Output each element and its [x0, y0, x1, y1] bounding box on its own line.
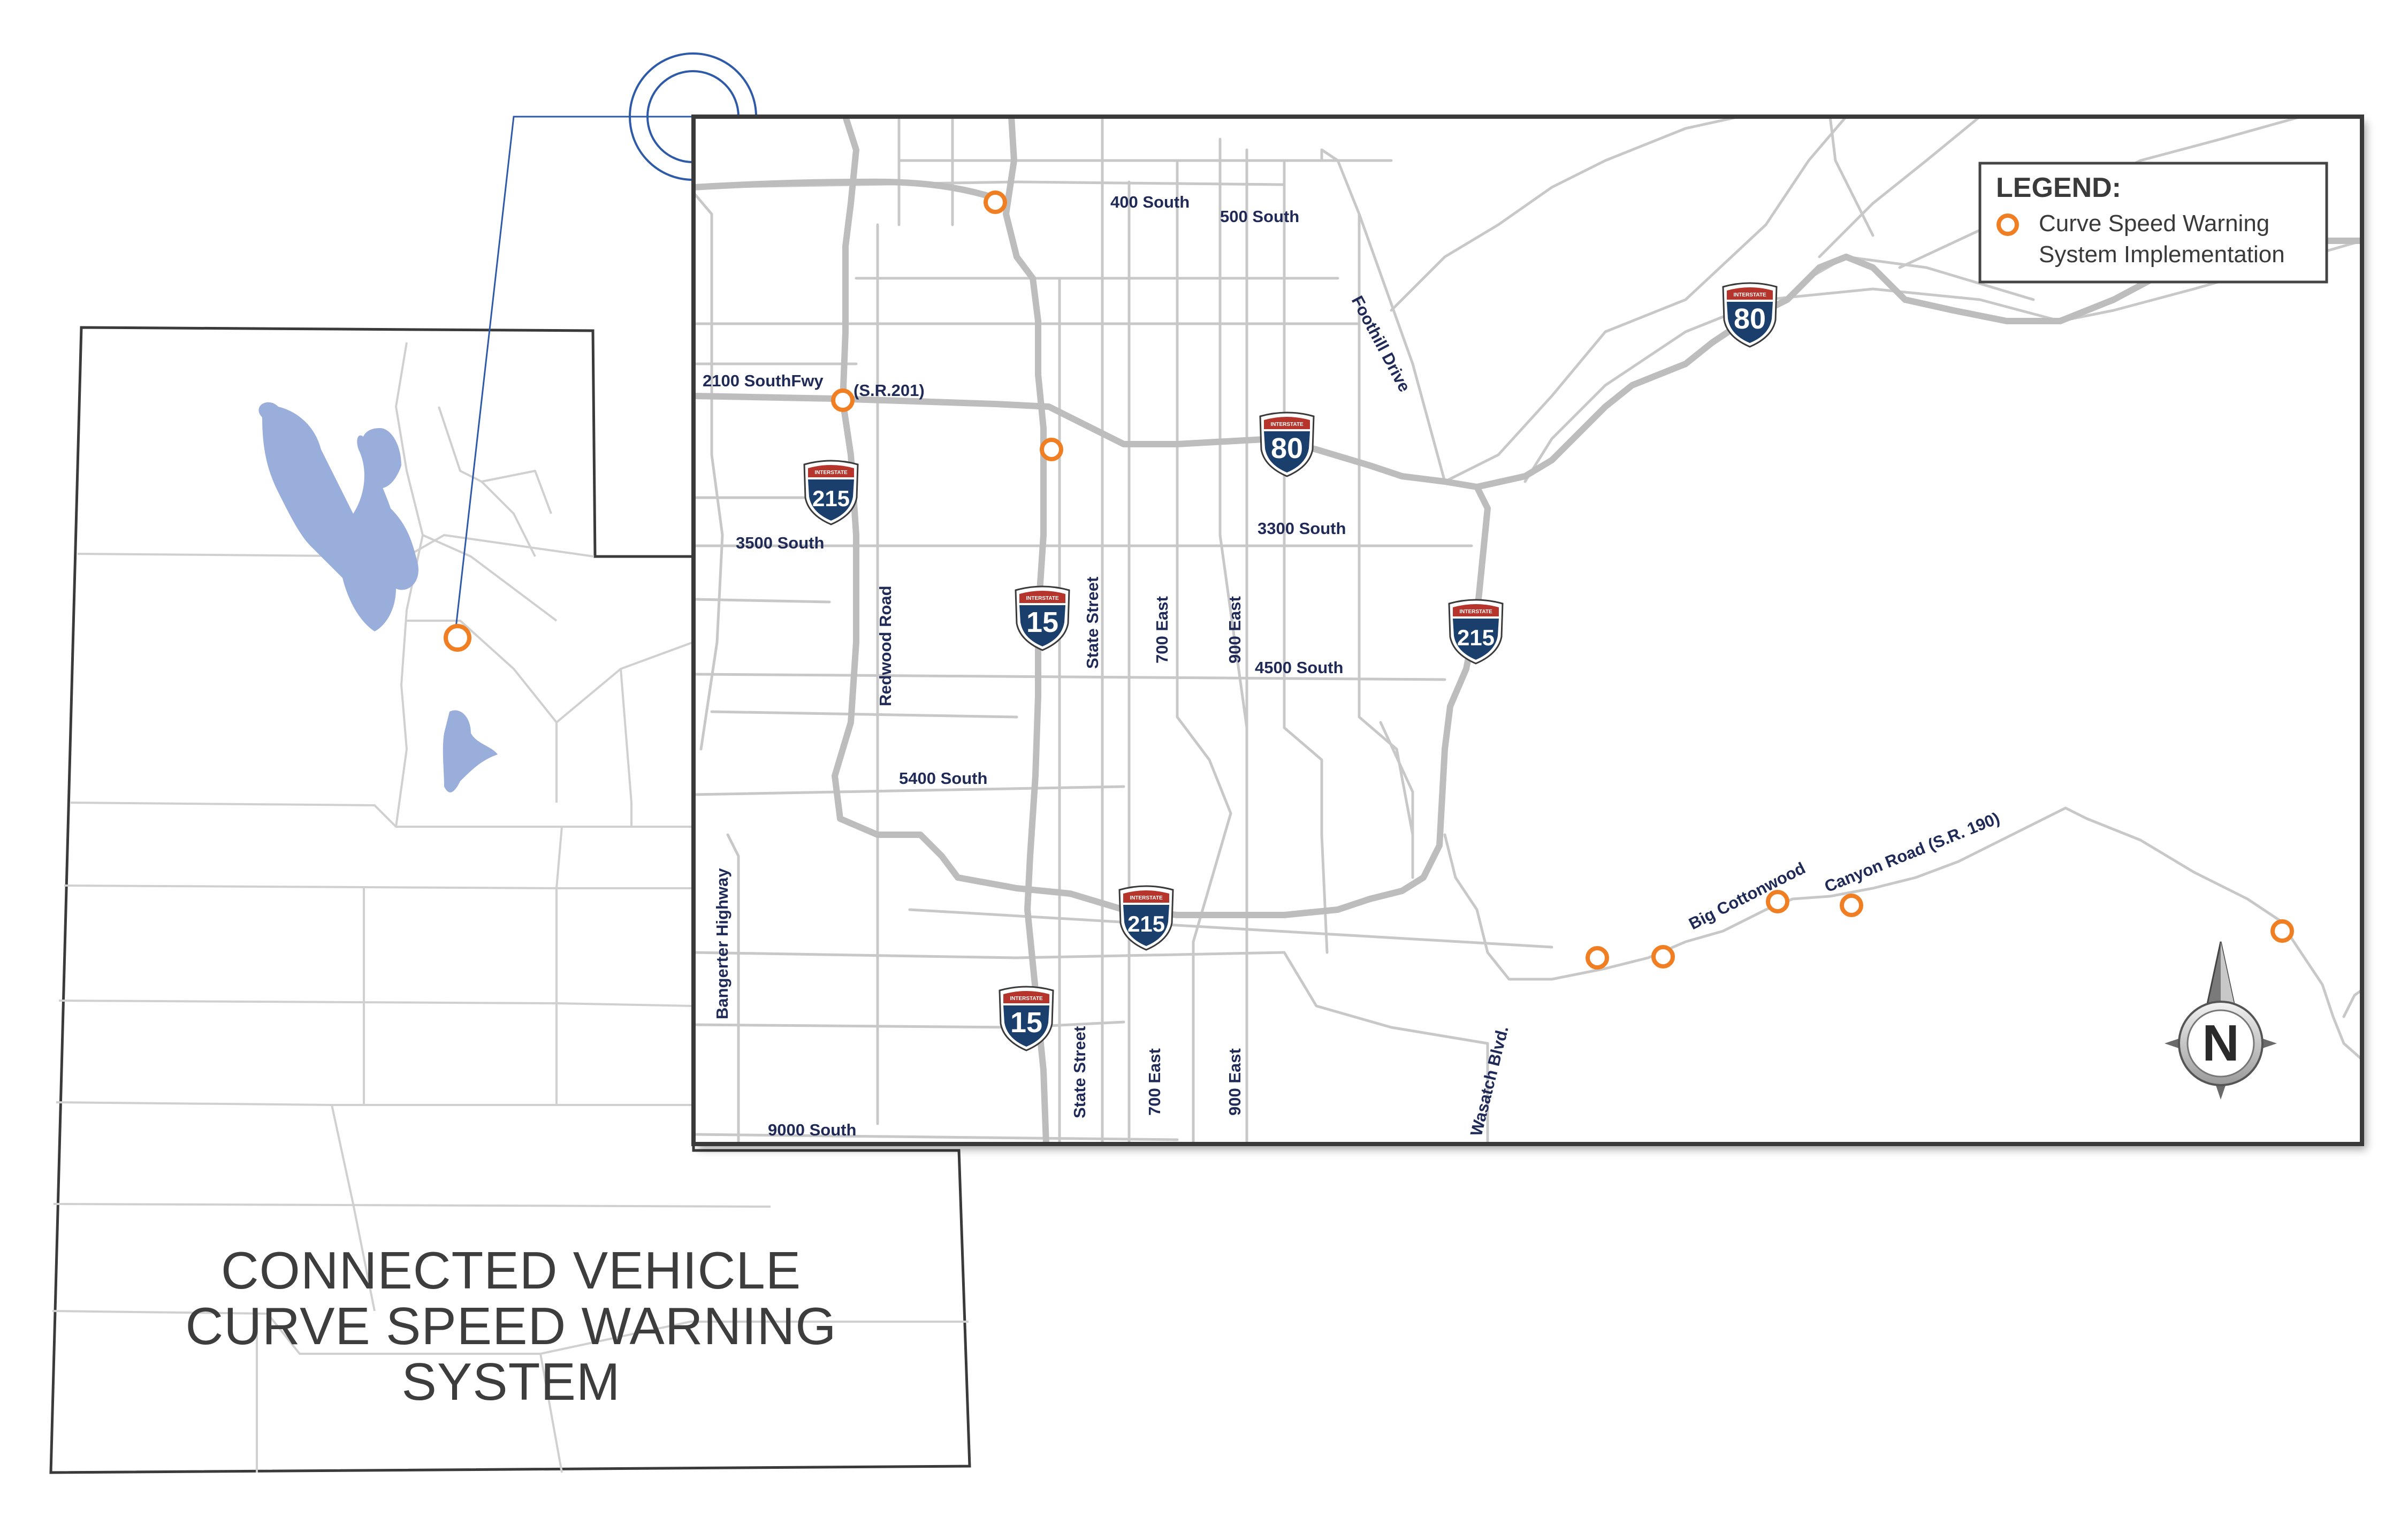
interstate-shield-header: INTERSTATE — [1026, 596, 1059, 601]
interstate-shield-number: 15 — [1010, 1006, 1042, 1039]
marker-i15-i80 — [1040, 438, 1063, 461]
interstate-shield-header: INTERSTATE — [1459, 609, 1492, 615]
interstate-shield-number: 215 — [1127, 911, 1165, 936]
interstate-shield-header: INTERSTATE — [1270, 422, 1304, 428]
marker-400-south — [984, 190, 1007, 214]
label-700-east-2: 700 East — [1145, 1048, 1164, 1116]
interstate-shield-number: 80 — [1734, 303, 1766, 335]
interstate-shields: INTERSTATE80INTERSTATE80INTERSTATE215INT… — [803, 282, 1778, 1051]
inset-frame — [691, 115, 2364, 1146]
interstate-shield-number: 80 — [1271, 432, 1303, 464]
map-title-line2: CURVE SPEED WARNING — [186, 1297, 837, 1355]
label-5400-south: 5400 South — [899, 769, 987, 788]
interstate-shield-number: 15 — [1026, 606, 1058, 638]
utah-outline — [49, 326, 971, 1474]
inset-connector-line — [454, 116, 694, 637]
label-2100-south: 2100 SouthFwy — [703, 371, 824, 390]
interstate-shield-header: INTERSTATE — [814, 470, 848, 476]
label-500-south: 500 South — [1220, 207, 1299, 226]
label-900-east-1: 900 East — [1225, 596, 1244, 664]
legend-item-line1: Curve Speed Warning — [2039, 210, 2269, 237]
interstate-shield-i80b: INTERSTATE 80 — [1259, 411, 1315, 477]
map-title-line3: SYSTEM — [402, 1352, 621, 1411]
interstate-shield-header: INTERSTATE — [1130, 895, 1163, 901]
interstate-shield-i215b: INTERSTATE 215 — [1448, 599, 1504, 665]
compass-rose: N — [2165, 941, 2277, 1100]
marker-2100-south — [831, 388, 855, 412]
legend-box — [1978, 162, 2328, 284]
interstate-shield-number: 215 — [1457, 625, 1495, 650]
interstate-shield-i15a: INTERSTATE 15 — [1015, 585, 1070, 651]
label-bangerter-highway: Bangerter Highway — [713, 868, 731, 1019]
label-3300-south: 3300 South — [1258, 519, 1346, 538]
interstate-shield-number: 215 — [812, 486, 850, 511]
label-400-south: 400 South — [1110, 193, 1190, 211]
label-3500-south: 3500 South — [736, 533, 824, 552]
label-state-street-1: State Street — [1083, 577, 1102, 669]
county-lines — [52, 342, 969, 1473]
legend-marker-icon — [1996, 214, 2019, 236]
marker-canyon-3 — [1766, 890, 1789, 913]
great-salt-lake-north — [362, 428, 401, 489]
utah-state-map: CONNECTED VEHICLE CURVE SPEED WARNING SY… — [49, 52, 971, 1474]
interstate-shield-header: INTERSTATE — [1010, 996, 1043, 1002]
great-salt-lake — [258, 402, 418, 631]
label-4500-south: 4500 South — [1255, 658, 1343, 677]
legend: LEGEND: Curve Speed Warning System Imple… — [1978, 162, 2328, 284]
interstate-shield-i215a: INTERSTATE 215 — [803, 460, 859, 525]
label-9000-south: 9000 South — [768, 1120, 856, 1139]
compass-n-letter: N — [2202, 1015, 2239, 1072]
interstate-shield-i215c: INTERSTATE 215 — [1118, 885, 1174, 951]
interstate-shield-i80a: INTERSTATE 80 — [1722, 282, 1778, 348]
label-900-east-2: 900 East — [1225, 1048, 1244, 1116]
marker-canyon-2 — [1651, 945, 1675, 969]
label-sr201: (S.R.201) — [854, 381, 925, 400]
interstate-shield-i15b: INTERSTATE 15 — [999, 986, 1054, 1051]
marker-canyon-4 — [1840, 894, 1863, 917]
marker-canyon-5 — [2270, 919, 2294, 943]
marker-canyon-1 — [1586, 946, 1609, 970]
label-state-street-2: State Street — [1070, 1026, 1089, 1118]
map-title-line1: CONNECTED VEHICLE — [221, 1241, 801, 1300]
label-700-east-1: 700 East — [1153, 596, 1171, 664]
interstate-shield-header: INTERSTATE — [1733, 292, 1766, 298]
slc-location-marker — [444, 624, 471, 652]
warning-system-markers — [831, 190, 2294, 970]
label-redwood-road: Redwood Road — [876, 585, 895, 706]
legend-title: LEGEND: — [1996, 172, 2121, 203]
utah-lake — [443, 710, 498, 792]
inset-map: 400 South 500 South 2100 SouthFwy (S.R.2… — [691, 115, 2364, 1146]
inset-frame-shadow — [694, 117, 2362, 1144]
legend-item-line2: System Implementation — [2039, 241, 2285, 268]
